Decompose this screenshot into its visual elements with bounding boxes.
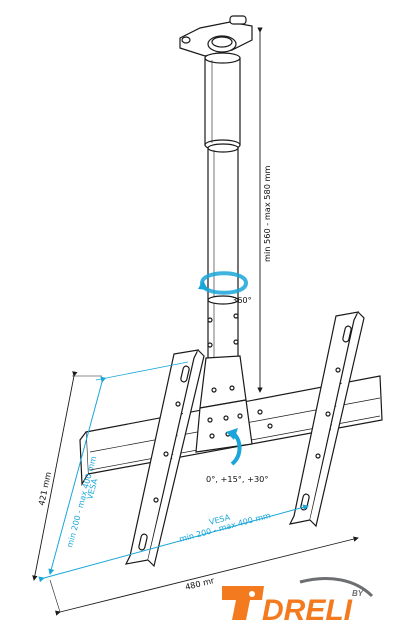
tilt-arrow-icon	[226, 428, 242, 466]
brand-logo: DRELI BY	[222, 577, 374, 627]
frame-height-label: 421 mm	[36, 471, 53, 507]
ceiling-plate	[179, 15, 253, 57]
upper-pole	[204, 52, 241, 151]
height-range-label: min 560 - max 580 mm	[262, 166, 272, 262]
logo-text: DRELI	[262, 594, 353, 627]
frame-width-label: 480 mr	[184, 575, 216, 592]
height-dimension: min 560 - max 580 mm	[257, 27, 272, 393]
drill-logo-icon	[222, 586, 264, 620]
rotation-arrow-icon	[198, 271, 249, 295]
tilt-label: 0°, +15°, +30°	[206, 474, 268, 484]
lower-pole	[207, 143, 239, 361]
vesa-horizontal-dimension: VESA min 200 - max 400 mm	[38, 504, 309, 583]
logo-by: BY	[352, 589, 364, 598]
rotation-label: 360°	[232, 295, 252, 305]
